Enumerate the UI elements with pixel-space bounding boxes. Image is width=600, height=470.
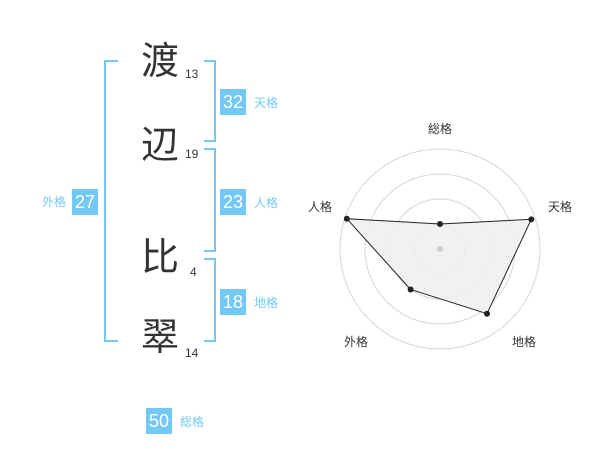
radar-axis-label-2: 天格 (548, 199, 572, 214)
tenkaku-label: 天格 (254, 96, 279, 110)
name-char-4: 翠 (141, 315, 180, 359)
gaikaku-value: 27 (72, 189, 98, 215)
stroke-count-1: 13 (185, 67, 199, 81)
chikaku-value: 18 (220, 289, 246, 315)
radar-point-4 (407, 286, 414, 293)
radar-point-1 (437, 221, 443, 227)
radar-axis-label-3: 地格 (512, 334, 536, 349)
gaikaku-label: 外格 (42, 195, 67, 209)
radar-point-3 (484, 310, 491, 317)
stroke-count-4: 14 (185, 346, 199, 360)
radar-ring-4 (339, 148, 541, 350)
tenkaku-value: 32 (220, 89, 246, 115)
tenkaku-bracket (204, 60, 216, 142)
jinkaku-bracket (204, 148, 216, 252)
name-char-3: 比 (141, 235, 180, 279)
radar-axis-label-4: 外格 (344, 334, 368, 349)
radar-center (437, 246, 443, 252)
jinkaku-label: 人格 (254, 196, 279, 210)
radar-axis-label-1: 総格 (428, 121, 452, 136)
radar-area (345, 218, 533, 315)
soukaku-value: 50 (146, 408, 172, 434)
radar-point-2 (528, 216, 535, 223)
chikaku-label: 地格 (254, 296, 279, 310)
jinkaku-value: 23 (220, 189, 246, 215)
gaikaku-bracket (104, 60, 118, 342)
radar-points (343, 215, 535, 317)
stroke-count-2: 19 (185, 147, 199, 161)
name-char-2: 辺 (141, 123, 180, 167)
chikaku-bracket (204, 258, 216, 342)
soukaku-label: 総格 (180, 415, 205, 429)
radar-axis-label-5: 人格 (308, 199, 332, 214)
stroke-count-3: 4 (190, 265, 197, 279)
radar-point-5 (343, 215, 350, 222)
name-char-1: 渡 (141, 39, 180, 83)
